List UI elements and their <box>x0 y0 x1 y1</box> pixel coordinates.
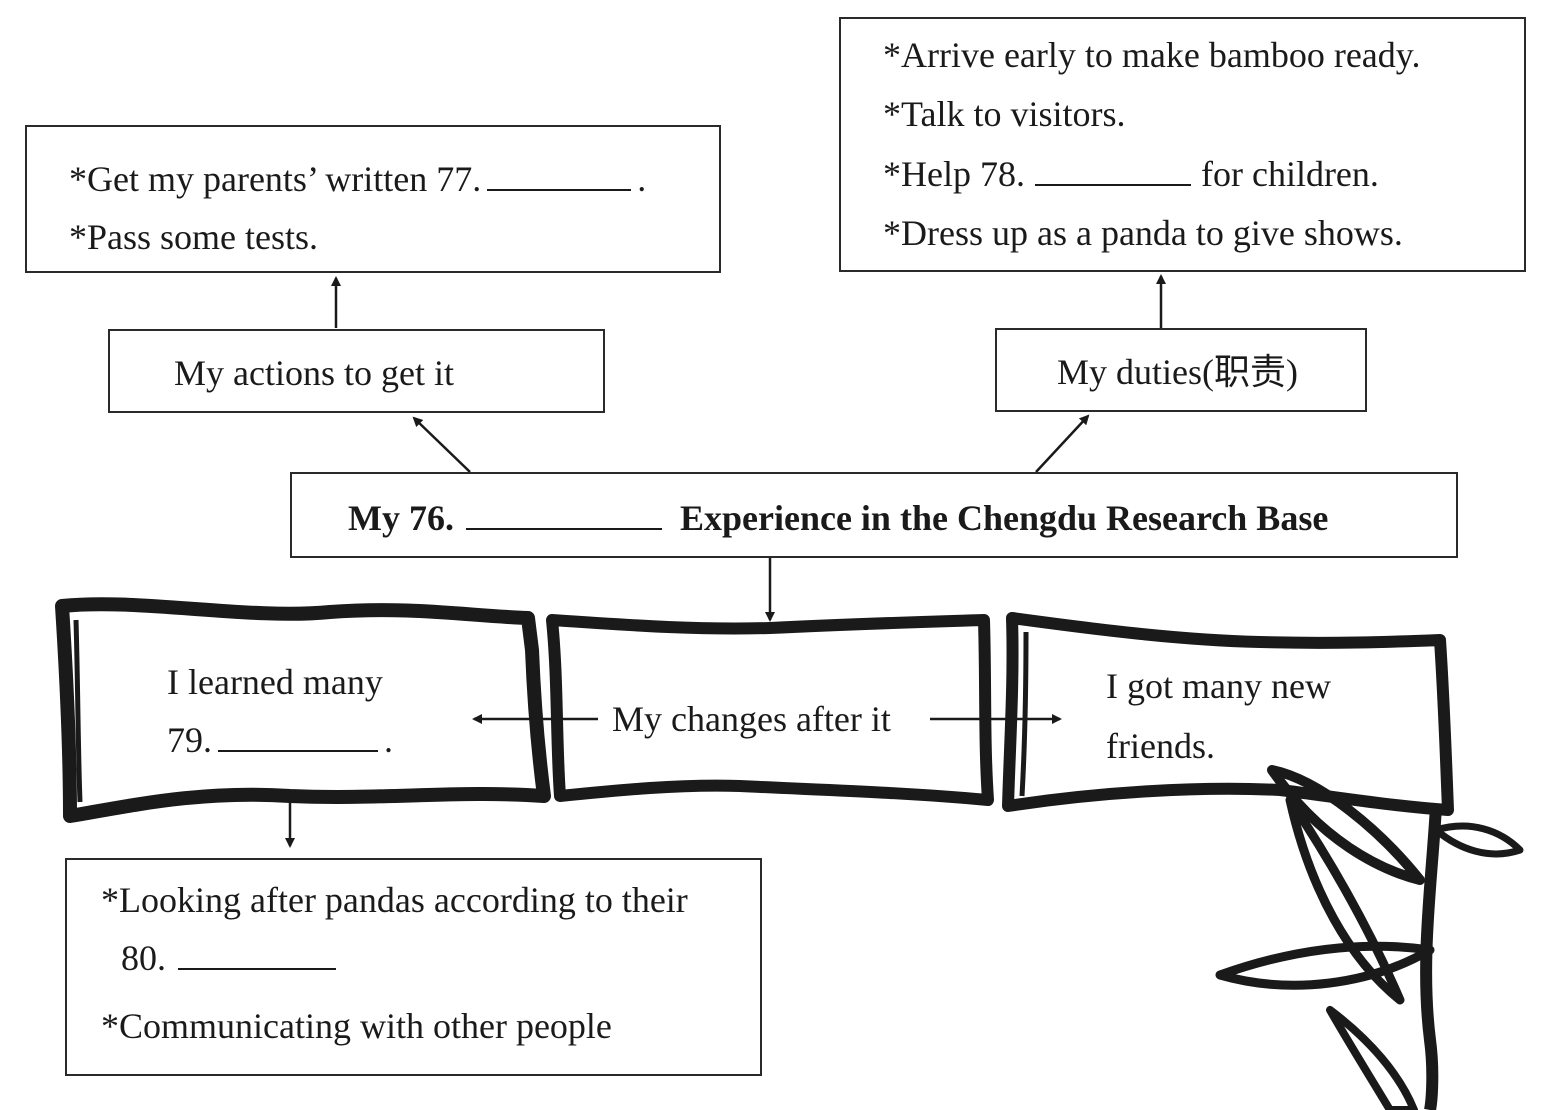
title-suffix: Experience in the Chengdu Research Base <box>679 498 1329 538</box>
title-box: My 76. Experience in the Chengdu Research… <box>290 472 1458 558</box>
blank-78 <box>1034 183 1191 186</box>
bamboo-segment-middle <box>546 614 994 806</box>
bamboo-leaf-4 <box>1326 1006 1418 1110</box>
bamboo-segment-right <box>1002 612 1454 816</box>
bamboo-stem <box>1420 805 1442 1110</box>
permission-line-1-suffix: . <box>637 159 647 199</box>
left-segment-line-1: I learned many <box>167 662 383 702</box>
left-segment-line-2: 79.. <box>167 722 393 758</box>
bamboo-leaf-2 <box>1285 795 1405 1005</box>
duties-box: My duties(职责) <box>995 328 1367 412</box>
bamboo-segment-left <box>55 597 551 823</box>
arrow-title-to-duties <box>1035 414 1090 473</box>
title-prefix: My 76. <box>348 498 454 538</box>
skills-line-2-prefix: 80. <box>121 938 166 978</box>
duties-list-box: *Arrive early to make bamboo ready. *Tal… <box>839 17 1526 272</box>
duty-line-1: *Arrive early to make bamboo ready. <box>883 35 1421 75</box>
left-segment-prefix: 79. <box>167 720 212 760</box>
bamboo-leaf-3 <box>1215 941 1435 990</box>
bamboo-joint-left <box>73 619 83 803</box>
permission-line-1-prefix: *Get my parents’ written 77. <box>69 159 482 199</box>
skills-box: *Looking after pandas according to their… <box>65 858 762 1076</box>
duty-line-2: *Talk to visitors. <box>883 94 1126 134</box>
left-segment-suffix: . <box>384 720 393 760</box>
permission-line-2: *Pass some tests. <box>69 217 319 257</box>
blank-80 <box>178 967 336 970</box>
duty-line-3: *Help 78. for children. <box>883 156 1379 192</box>
blank-76 <box>465 527 662 530</box>
duty-line-3-prefix: *Help 78. <box>883 154 1025 194</box>
permission-line-1: *Get my parents’ written 77.. <box>69 161 646 197</box>
blank-79 <box>218 749 378 752</box>
actions-label: My actions to get it <box>174 353 454 393</box>
bamboo-joint-right <box>1019 631 1029 797</box>
blank-77 <box>487 188 632 191</box>
permission-box: *Get my parents’ written 77.. *Pass some… <box>25 125 721 273</box>
bamboo-leaf-5 <box>1432 822 1524 858</box>
duty-line-4: *Dress up as a panda to give shows. <box>883 213 1403 253</box>
right-segment-line-2: friends. <box>1106 726 1215 766</box>
skills-line-3: *Communicating with other people <box>101 1006 612 1046</box>
center-segment-label: My changes after it <box>608 701 895 737</box>
bamboo-leaf-1 <box>1267 765 1425 885</box>
duties-label: My duties(职责) <box>1057 352 1298 392</box>
skills-line-2: 80. <box>121 940 342 976</box>
skills-line-1: *Looking after pandas according to their <box>101 880 688 920</box>
actions-box: My actions to get it <box>108 329 605 413</box>
title-text: My 76. Experience in the Chengdu Research… <box>348 500 1328 536</box>
arrow-title-to-actions <box>412 416 471 473</box>
duty-line-3-suffix: for children. <box>1200 154 1379 194</box>
right-segment-line-1: I got many new <box>1106 666 1331 706</box>
